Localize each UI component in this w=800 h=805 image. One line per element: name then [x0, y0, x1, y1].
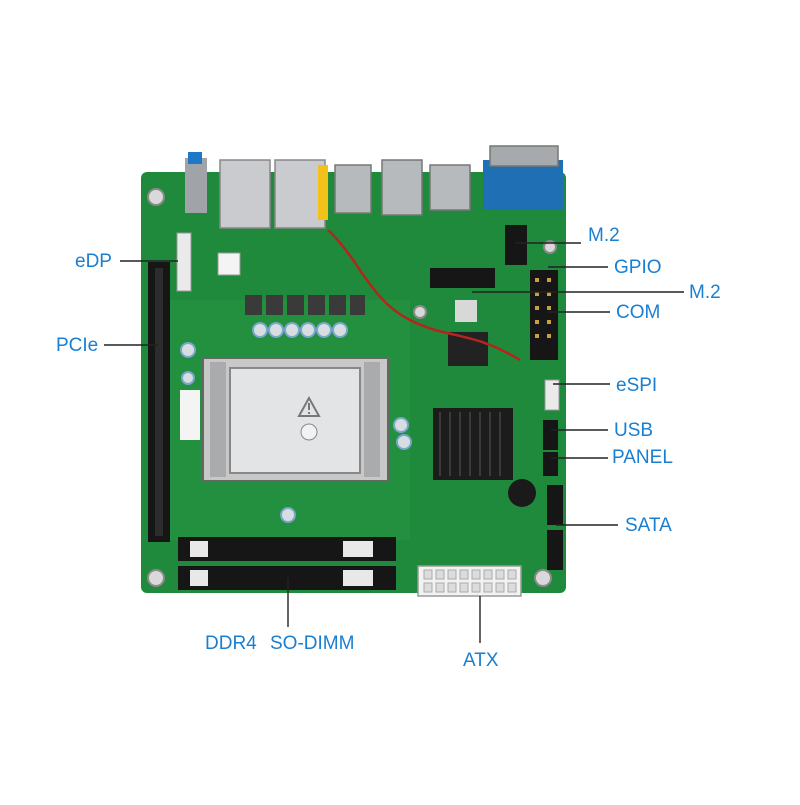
capacitors: [180, 322, 412, 523]
mounting-holes: [147, 188, 557, 587]
lan-led-yellow: [318, 165, 328, 220]
sodimm-slots: [178, 537, 396, 590]
usb-port-2: [381, 159, 423, 216]
cpu-socket: [202, 357, 389, 482]
displayport: [429, 164, 471, 211]
sata-connector-1: [547, 485, 563, 525]
usb-port-1: [334, 164, 372, 214]
label-pcie: PCIe: [56, 335, 99, 356]
panel-header: [543, 452, 558, 476]
buzzer: [508, 479, 536, 507]
label-usb: USB: [614, 420, 654, 441]
lan-port-2: [274, 159, 326, 229]
label-ddr4: DDR4: [205, 633, 257, 654]
m2-mid-chip: [455, 300, 477, 322]
m2-slot-top: [505, 225, 527, 265]
label-espi: eSPI: [616, 375, 658, 396]
heatsink-fins: [439, 412, 501, 476]
usb-header: [543, 420, 558, 450]
sata-connector-2: [547, 530, 563, 570]
label-edp: eDP: [75, 251, 112, 272]
label-m2-mid: M.2: [689, 282, 721, 303]
label-panel: PANEL: [612, 447, 673, 468]
atx-connector: [417, 565, 522, 597]
edp-connector: [176, 232, 192, 292]
label-com: COM: [616, 302, 661, 323]
warning-icon: [297, 395, 321, 417]
socket-pin1-mark: [300, 423, 318, 441]
board-label-sticker: [180, 390, 200, 440]
atx-pins: [423, 569, 517, 593]
gpio-header: [530, 270, 558, 360]
espi-connector: [544, 379, 560, 411]
header-pins: [535, 278, 551, 338]
rear-io-ports: [185, 145, 563, 229]
serial-port-body: [483, 160, 563, 210]
callout-lines: [104, 242, 684, 643]
lan-port-1: [219, 159, 271, 229]
audio-jack-blue: [188, 152, 202, 164]
pcie-slot-inner: [155, 268, 163, 536]
label-m2-top: M.2: [588, 225, 620, 246]
vrm-chokes: [245, 295, 365, 315]
red-cable: [327, 229, 521, 362]
serial-port-shell: [489, 145, 559, 167]
label-sata: SATA: [625, 515, 672, 536]
m2-slot-mid: [430, 268, 495, 288]
cpu-power-connector: [217, 252, 241, 276]
label-sodimm: SO-DIMM: [270, 633, 355, 654]
label-atx: ATX: [463, 650, 499, 671]
audio-jack: [185, 158, 207, 213]
label-gpio: GPIO: [614, 257, 662, 278]
